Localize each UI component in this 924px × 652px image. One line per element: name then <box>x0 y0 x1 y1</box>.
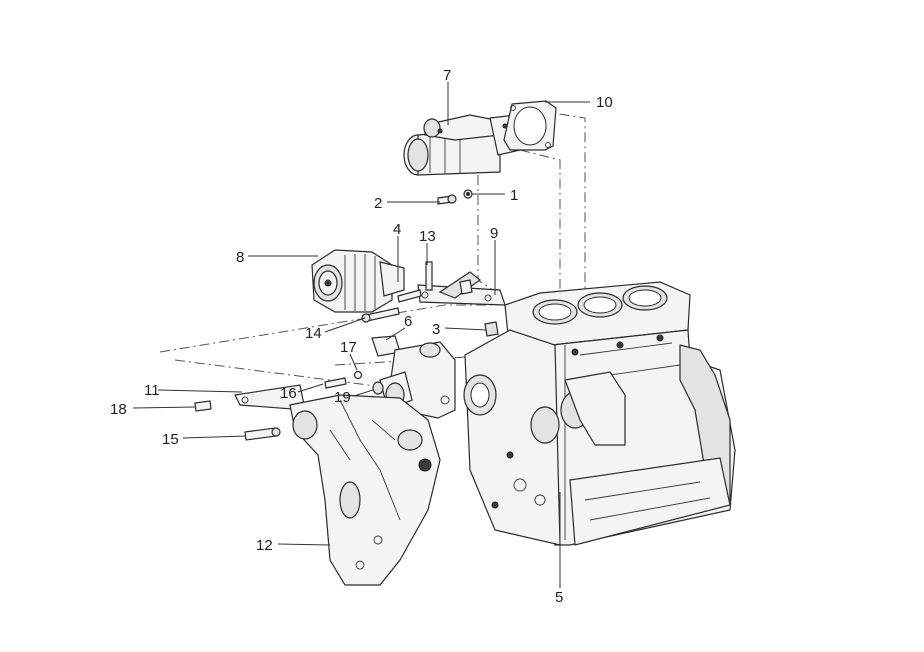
alternator <box>311 249 405 313</box>
callout-14: 14 <box>305 325 322 342</box>
callout-7: 7 <box>443 67 451 84</box>
callout-9: 9 <box>490 225 498 242</box>
starter-motor <box>403 114 521 176</box>
callout-labels: 7 10 1 2 8 4 13 9 14 3 6 17 16 19 11 18 … <box>110 67 613 606</box>
callout-3: 3 <box>432 321 440 338</box>
callout-2: 2 <box>374 195 382 212</box>
bracket-bolts <box>361 307 499 337</box>
callout-8: 8 <box>236 249 244 266</box>
tension-strap <box>194 384 306 441</box>
callout-13: 13 <box>419 228 436 245</box>
callout-6: 6 <box>404 313 412 330</box>
callout-5: 5 <box>555 589 563 606</box>
timing-cover <box>289 394 441 586</box>
callout-1: 1 <box>510 187 518 204</box>
engine-block <box>463 281 736 546</box>
callout-18: 18 <box>110 401 127 418</box>
callout-12: 12 <box>256 537 273 554</box>
leader-lines <box>132 82 590 588</box>
starter-fasteners <box>437 189 473 205</box>
alternator-bracket <box>397 261 506 306</box>
callout-15: 15 <box>162 431 179 448</box>
callout-19: 19 <box>334 389 351 406</box>
callout-11: 11 <box>144 382 160 399</box>
callout-10: 10 <box>596 94 613 111</box>
callout-16: 16 <box>280 385 297 402</box>
callout-17: 17 <box>340 339 357 356</box>
callout-4: 4 <box>393 221 401 238</box>
gasket <box>503 100 557 151</box>
pump-fasteners <box>324 370 384 395</box>
